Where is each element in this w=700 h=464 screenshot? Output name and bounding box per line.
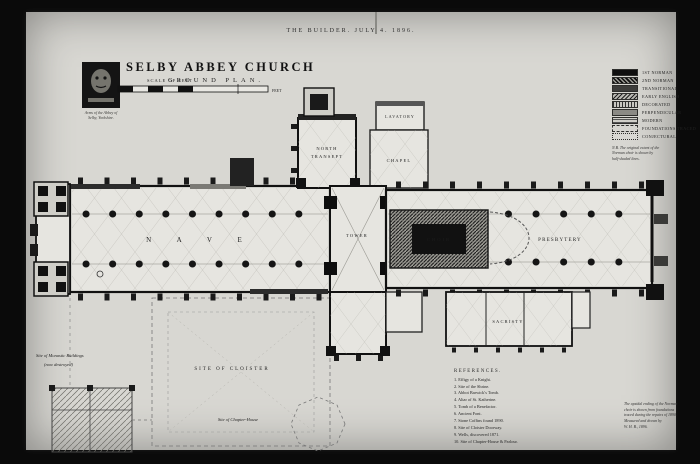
legend-label: TRANSITIONAL (642, 85, 678, 91)
legend-row: 2ND NORMAN (612, 76, 700, 84)
north-chapels (369, 101, 429, 189)
title-block: SELBY ABBEY CHURCH GROUND PLAN. (126, 60, 316, 84)
legend-label: 1ST NORMAN (642, 69, 673, 75)
emblem-graphic (82, 62, 120, 108)
legend-row: DECORATED (612, 100, 700, 108)
legend-row: CONJECTURAL (612, 132, 700, 140)
emblem-caption-line1: Arms of the Abbey of (84, 111, 118, 115)
emblem-caption-line2: Selby, Yorkshire. (88, 116, 114, 121)
legend-row: FOUNDATIONS TRACED (612, 124, 700, 132)
footnote-line: traced during the repairs of 1890. (624, 413, 677, 418)
legend-swatch-modern (612, 116, 638, 124)
footnote-line: W. H. B., 1896. (624, 424, 648, 429)
label-site-of-chapter-house: Site of Chapter-House (218, 417, 258, 422)
reference-item: 9. Wells, discovered 1871. (454, 431, 500, 437)
legend-label: MODERN (642, 117, 663, 123)
legend-swatch-2nd-norman (612, 76, 638, 84)
legend-row: MODERN (612, 116, 700, 124)
reference-item: 4. Altar of St. Katherine. (454, 397, 497, 403)
legend-label: 2ND NORMAN (642, 77, 674, 83)
legend-row: TRANSITIONAL (612, 84, 700, 92)
label-site-of-cloister: SITE OF CLOISTER (194, 367, 269, 372)
label-choir: CHOIR (427, 237, 451, 242)
reference-item: 10. Site of Chapter-House & Parlour. (454, 438, 518, 444)
label-presbytery: PRESBYTERY (538, 238, 582, 243)
reference-item: 8. Site of Cloister Doorway. (454, 424, 503, 430)
legend-label: CONJECTURAL (642, 133, 677, 139)
choir-presbytery (384, 180, 668, 300)
legend-swatch-perpendicular (612, 108, 638, 116)
registration-tick (375, 12, 377, 34)
footnote-line: Measured and drawn by (624, 418, 662, 423)
legend-label: DECORATED (642, 101, 671, 107)
references-list: REFERENCES. 1. Effigy of a Knight. 2. Si… (454, 368, 624, 445)
period-legend: 1ST NORMAN 2ND NORMAN TRANSITIONAL EARLY… (612, 68, 700, 140)
legend-row: PERPENDICULAR (612, 108, 700, 116)
legend-swatch-1st-norman (612, 68, 638, 76)
south-transept (326, 291, 423, 361)
legend-row: 1ST NORMAN (612, 68, 700, 76)
label-nave: N A V E (146, 236, 254, 244)
label-monastic-buildings1: Site of Monastic Buildings (36, 353, 84, 358)
legend-label: FOUNDATIONS TRACED (642, 125, 697, 131)
masthead-caption: THE BUILDER. JULY 4. 1896. (286, 28, 416, 34)
legend-note: N.B. The original extent of the Norman c… (612, 146, 700, 162)
chapter-house-site (290, 396, 346, 452)
page-title: SELBY ABBEY CHURCH (126, 60, 316, 74)
scale-caption: SCALE OF FEET (147, 78, 193, 83)
west-front (30, 181, 71, 297)
footnote-line: The apsidal ending of the Norman (624, 402, 678, 406)
reference-item: 5. Tomb of a Benefactor. (454, 404, 497, 410)
label-north-transept: NORTH (316, 146, 337, 151)
plan-labels: NORTH TRANSEPT LAVATORY CHAPEL N A V E T… (36, 114, 582, 422)
crossing-tower (324, 185, 393, 293)
legend-swatch-early-english (612, 92, 638, 100)
abbey-arms-emblem (82, 62, 120, 108)
label-monastic-buildings2: (now destroyed) (44, 362, 73, 367)
legend-row: EARLY ENGLISH (612, 92, 700, 100)
footnote-block: The apsidal ending of the Norman choir i… (624, 402, 700, 430)
reference-item: 2. Site of the Shrine. (454, 383, 490, 389)
monastic-buildings-ruin (49, 298, 152, 453)
north-transept (291, 87, 360, 189)
footnote-line: choir is shown from foundations (624, 407, 675, 412)
scale-unit: FEET (272, 88, 282, 93)
label-sacristy: SACRISTY (492, 319, 523, 324)
label-north-transept2: TRANSEPT (311, 154, 343, 159)
scale-bar: SCALE OF FEET FEET (117, 78, 282, 94)
reference-item: 7. Stone Coffins found 1890. (454, 417, 504, 423)
legend-swatch-foundations (612, 124, 638, 132)
printed-page: THE BUILDER. JULY 4. 1896. Arms of the A… (26, 12, 696, 453)
legend-label: EARLY ENGLISH (642, 93, 680, 99)
legend-swatch-conjectural (612, 132, 638, 140)
legend-note-line1: N.B. The original extent of the (612, 146, 660, 150)
legend-swatch-decorated (612, 100, 638, 108)
reference-item: 1. Effigy of a Knight. (454, 376, 491, 382)
legend-note-line2: Norman choir is shown by (612, 151, 654, 156)
nave (68, 158, 332, 301)
label-chapel: CHAPEL (387, 158, 412, 163)
page-subtitle: GROUND PLAN. (167, 77, 265, 84)
label-lavatory: LAVATORY (385, 114, 415, 119)
cloister-site (151, 297, 331, 447)
emblem-caption: Arms of the Abbey of Selby, Yorkshire. (66, 111, 136, 121)
label-tower: TOWER (346, 233, 368, 238)
reference-item: 3. Abbot Barwick's Tomb. (454, 390, 499, 396)
legend-swatch-transitional (612, 84, 638, 92)
reference-item: 6. Ancient Font. (454, 411, 482, 417)
legend-label: PERPENDICULAR (642, 109, 682, 115)
sacristy-range (445, 291, 591, 353)
references-heading: REFERENCES. (454, 369, 502, 374)
legend-note-line3: half-shaded lines. (612, 156, 640, 161)
